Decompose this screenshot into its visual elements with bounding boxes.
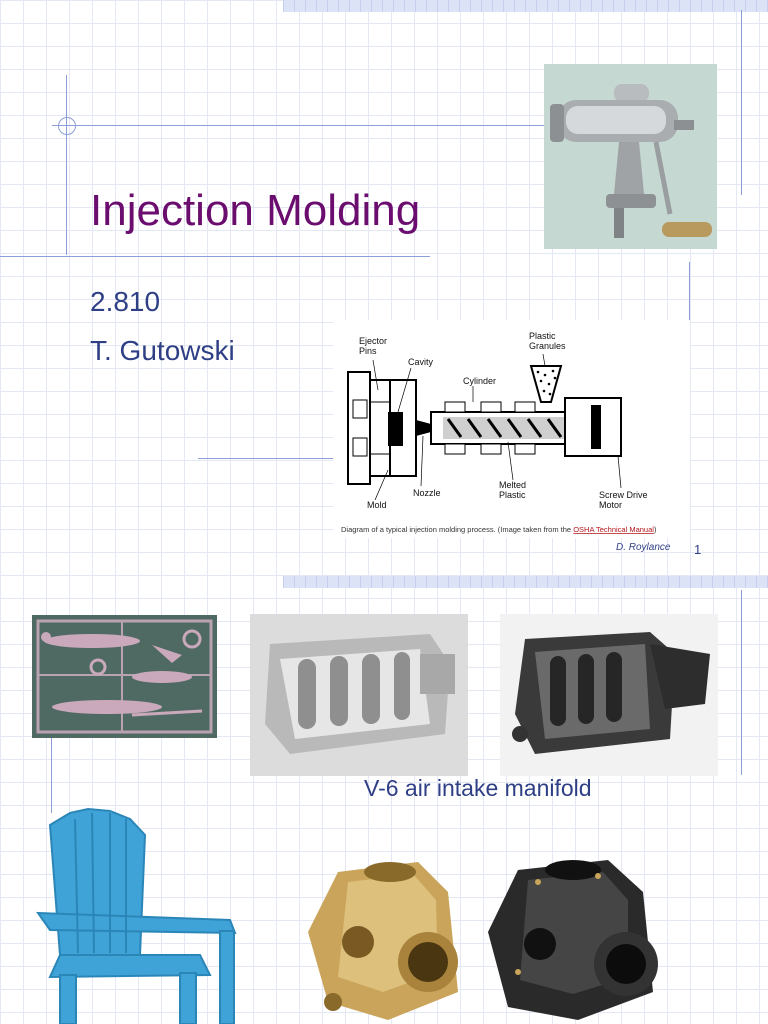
page-number: 1	[694, 542, 702, 557]
credit-text: D. Roylance	[616, 542, 671, 553]
subtitle-guide-line	[0, 256, 430, 257]
label-mold: Mold	[367, 500, 387, 510]
diagram-caption: Diagram of a typical injection molding p…	[341, 525, 657, 534]
meat-grinder-photo	[544, 64, 717, 249]
osha-manual-link[interactable]: OSHA Technical Manual	[573, 525, 654, 534]
title-guide-line	[52, 125, 547, 126]
label-cavity: Cavity	[408, 357, 434, 367]
slide-title: Injection Molding	[90, 186, 421, 235]
author-name: T. Gutowski	[90, 335, 235, 366]
manifold-caption: V-6 air intake manifold	[364, 775, 592, 801]
slide2-left-line	[51, 738, 52, 813]
adirondack-chair-photo	[30, 805, 250, 1024]
label-nozzle: Nozzle	[413, 488, 441, 498]
right-guide-line-2	[689, 262, 690, 322]
manifold-photo-dark	[500, 614, 718, 776]
top-band	[283, 0, 768, 12]
guide-circle	[58, 117, 76, 135]
course-number: 2.810	[90, 286, 161, 317]
label-cylinder: Cylinder	[463, 376, 496, 386]
left-guide-line	[66, 75, 67, 255]
brass-valve-photo	[298, 852, 470, 1024]
slide2-right-line	[741, 590, 742, 775]
manifold-photo-light	[250, 614, 468, 776]
right-guide-line	[741, 10, 742, 195]
model-kit-sprue-photo	[32, 615, 217, 738]
lower-guide-line	[198, 458, 338, 459]
black-valve-photo	[478, 852, 668, 1024]
middle-band	[283, 576, 768, 588]
